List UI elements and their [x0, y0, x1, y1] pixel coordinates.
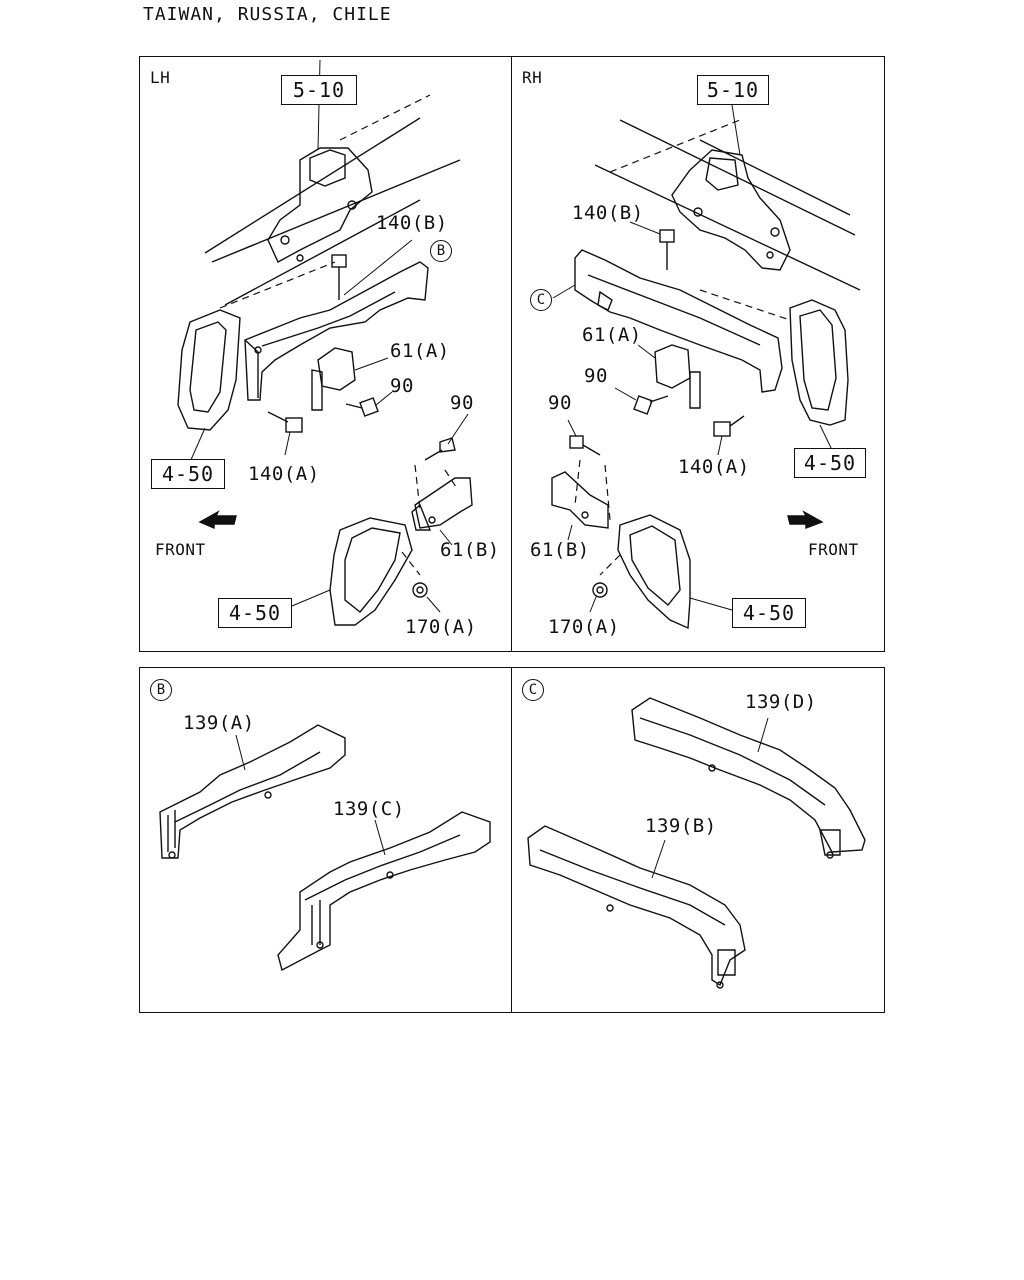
rh-front-arrow	[787, 510, 824, 530]
rh-part-170a-label: 170(A)	[548, 616, 620, 638]
part-139b-drawing	[527, 825, 746, 989]
rh-bolt-140b	[629, 221, 675, 270]
lh-frame-lines	[204, 94, 461, 306]
lh-cowl-4-50	[177, 261, 336, 463]
lh-bolts-90-140a	[267, 391, 393, 456]
part-139c-drawing	[277, 811, 491, 972]
rh-part-140a-label: 140(A)	[678, 456, 750, 478]
rh-part-140b-label: 140(B)	[572, 202, 644, 224]
lh-front-label: FRONT	[155, 540, 206, 559]
lh-part-61a-label: 61(A)	[390, 340, 450, 362]
rh-bolts-90-140a	[614, 387, 745, 456]
lh-part-140b-label: 140(B)	[376, 212, 448, 234]
lh-part-140a-label: 140(A)	[248, 463, 320, 485]
lh-ref-4-50-bottom-box[interactable]: 4-50	[218, 598, 292, 628]
lh-ref-5-10-box[interactable]: 5-10	[281, 75, 357, 105]
lh-lower-cowl	[291, 517, 441, 626]
rh-ref-4-50-bottom-box[interactable]: 4-50	[732, 598, 806, 628]
part-139c-label: 139(C)	[333, 798, 405, 820]
detail-b-letter: B	[150, 679, 172, 701]
lh-part-90-label: 90	[390, 375, 414, 397]
lh-ref-4-50-left-box[interactable]: 4-50	[151, 459, 225, 489]
lh-crossmember	[244, 261, 429, 401]
rh-part-61b-label: 61(B)	[530, 539, 590, 561]
rh-part-61a-label: 61(A)	[582, 324, 642, 346]
part-139b-label: 139(B)	[645, 815, 717, 837]
part-139d-drawing	[631, 697, 866, 859]
lh-front-arrow	[198, 510, 237, 530]
part-139d-label: 139(D)	[745, 691, 817, 713]
lh-side-label: LH	[150, 68, 171, 87]
rh-lower-bracket	[551, 419, 611, 541]
lh-mount-61a	[311, 347, 389, 411]
rh-crossmember	[552, 249, 783, 393]
rh-front-label: FRONT	[808, 540, 859, 559]
lh-part-90-lower-label: 90	[450, 392, 474, 414]
lh-bolt-140b	[331, 239, 413, 300]
rh-cowl-4-50	[699, 289, 849, 451]
rh-ref-5-10-box[interactable]: 5-10	[697, 75, 769, 105]
rh-lower-cowl	[589, 514, 733, 630]
lh-part-170a-label: 170(A)	[405, 616, 477, 638]
lh-part-61b-label: 61(B)	[440, 539, 500, 561]
rh-ref-4-50-right-box[interactable]: 4-50	[794, 448, 866, 478]
rh-side-label: RH	[522, 68, 543, 87]
rh-mount-bracket	[671, 104, 791, 271]
lh-lower-bracket	[411, 413, 473, 546]
page-header-title: TAIWAN, RUSSIA, CHILE	[143, 4, 392, 25]
panel-rh	[511, 56, 885, 652]
rh-part-90-label: 90	[584, 365, 608, 387]
part-139a-label: 139(A)	[183, 712, 255, 734]
rh-part-90-lower-label: 90	[548, 392, 572, 414]
part-139a-drawing	[159, 724, 346, 859]
rh-mount-61a	[637, 344, 701, 409]
rh-callout-c[interactable]: C	[530, 289, 552, 311]
lh-callout-b[interactable]: B	[430, 240, 452, 262]
detail-c-letter: C	[522, 679, 544, 701]
